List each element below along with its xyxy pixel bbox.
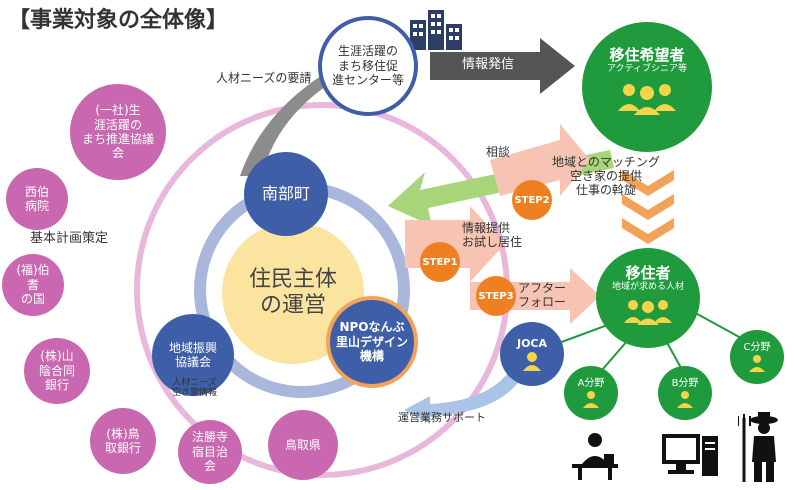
- migrant-hopeful-node: 移住希望者 アクティブシニア等: [582, 22, 712, 152]
- ring-org-houshouji-jichikai: 法勝寺 宿目治 会: [178, 420, 242, 484]
- ring-org-suishin-kyougikai: (一社)生 涯活躍の まち推進協議 会: [70, 84, 166, 180]
- jinzai-akiya-note: 人材ニーズ 空き家情報: [172, 378, 218, 399]
- person-icon: [523, 351, 541, 371]
- people-icon: [618, 83, 676, 115]
- support-center-node: 生涯活躍の まち移住促 進センター等: [318, 16, 418, 116]
- ring-org-sanin-godo-bank: (株)山 陰合同 銀行: [24, 338, 90, 404]
- step2-badge: STEP2: [512, 180, 552, 220]
- ring-org-tottori-pref: 鳥取県: [268, 410, 338, 480]
- step1-badge: STEP1: [420, 242, 460, 282]
- field-a-node: A分野: [564, 366, 618, 420]
- step3-text: アフター フォロー: [518, 281, 567, 309]
- page-title: 【事業対象の全体像】: [8, 8, 229, 33]
- step2-arrow: [490, 124, 590, 196]
- chevron-down-3: [622, 218, 674, 244]
- field-b-label: B分野: [671, 378, 699, 389]
- field-a-label: A分野: [577, 378, 605, 389]
- center-line1: 住民主体: [248, 266, 337, 292]
- info-dispatch-label: 情報発信: [462, 57, 515, 72]
- step3-badge: STEP3: [476, 276, 516, 316]
- chevron-down-1: [622, 170, 674, 196]
- migrant-title: 移住者: [625, 264, 671, 282]
- field-c-node: C分野: [730, 330, 784, 384]
- field-b-node: B分野: [658, 366, 712, 420]
- info-dispatch-arrow: [430, 38, 575, 94]
- joca-node: JOCA: [500, 322, 564, 386]
- chevron-down-2: [622, 194, 674, 220]
- ops-support-label: 運営業務サポート: [398, 411, 486, 424]
- ring-org-saihaku-hospital: 西伯 病院: [6, 168, 68, 230]
- center-line2: の運営: [259, 293, 326, 318]
- people-icon: [624, 299, 672, 325]
- ring-org-tottori-bank: (株)鳥 取銀行: [90, 408, 156, 474]
- person-icon: [583, 391, 599, 408]
- migrant-sub: 地域が求める人材: [611, 282, 684, 292]
- computer-icon: [662, 434, 718, 476]
- migrant-hopeful-sub: アクティブシニア等: [606, 64, 687, 74]
- basic-plan-label: 基本計画策定: [30, 231, 109, 246]
- field-c-label: C分野: [743, 342, 771, 353]
- farmer-icon: [738, 412, 778, 482]
- ops-support-arrow: [404, 350, 532, 424]
- nanbu-town-node: 南部町: [244, 152, 328, 236]
- consultation-label: 相談: [486, 145, 511, 159]
- office-worker-icon: [572, 433, 618, 480]
- migrant-hopeful-title: 移住希望者: [609, 46, 685, 64]
- jinzai-request-label: 人材ニーズの要請: [216, 71, 312, 85]
- person-icon: [749, 355, 765, 372]
- person-icon: [677, 391, 693, 408]
- step2-text: 地域とのマッチング 空き家の提供 仕事の斡旋: [552, 155, 660, 197]
- joca-label: JOCA: [516, 337, 548, 351]
- regional-council-node: 地域振興 協議会: [152, 314, 234, 396]
- building-icon: [410, 10, 462, 50]
- npo-nanbu-node: NPOなんぶ 里山デザイン 機構: [326, 296, 418, 388]
- migrant-node: 移住者 地域が求める人材: [596, 248, 700, 348]
- ring-org-houki-no-kuni: (福)伯 耆 の国: [2, 254, 64, 316]
- step1-text: 情報提供 お試し居住: [462, 221, 523, 249]
